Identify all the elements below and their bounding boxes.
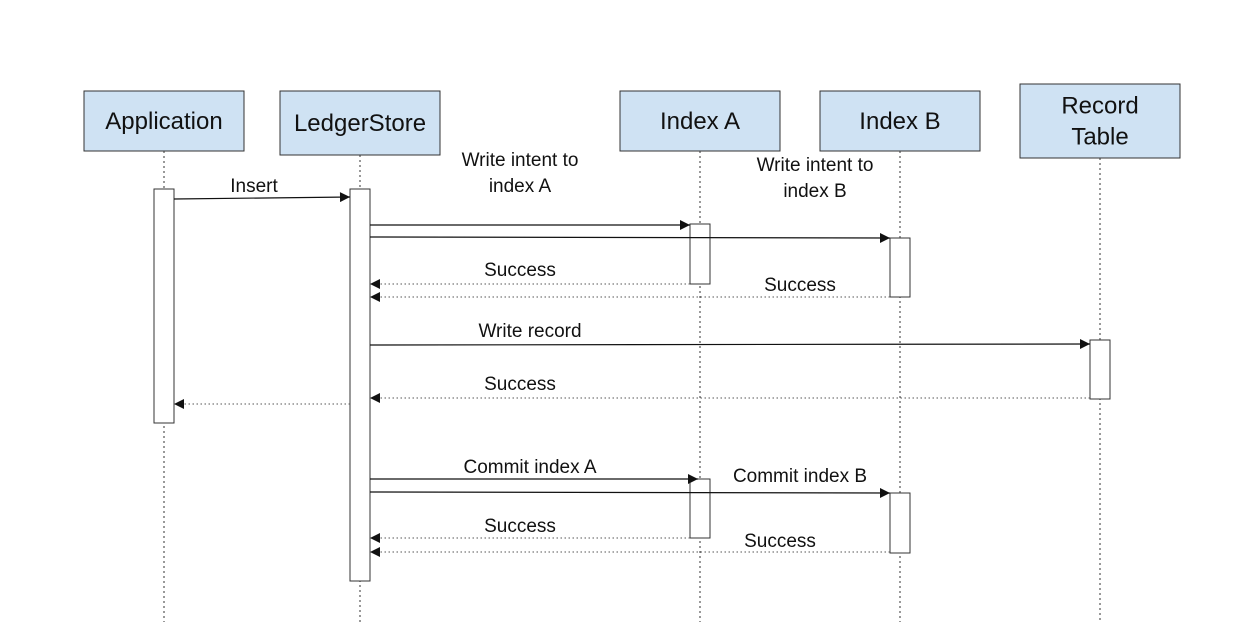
participant-box	[279, 90, 441, 156]
message-label: Insert	[230, 176, 278, 197]
participant-box	[83, 90, 245, 152]
message-label: Write intent to	[462, 150, 579, 171]
activation-bar-idxa	[689, 223, 711, 285]
participant-label: Table	[1071, 124, 1128, 151]
participant-box	[619, 90, 781, 152]
message-label: Write record	[478, 321, 581, 342]
lifelines	[163, 151, 1101, 622]
activation-bar-idxb	[889, 237, 911, 298]
return-message-rec-to-ledger: Success	[370, 374, 1090, 403]
call-message-ledger-to-idxa: Commit index A	[370, 457, 698, 484]
call-arrow	[369, 339, 1091, 350]
message-label: Success	[484, 374, 556, 395]
message-label: Commit index A	[463, 457, 596, 478]
activation-bar-idxb	[889, 492, 911, 554]
activation-bar-idxa	[689, 478, 711, 539]
message-label: Success	[484, 260, 556, 281]
call-message-app-to-ledger: Insert	[173, 176, 351, 203]
participant-box	[1019, 83, 1181, 159]
call-arrow	[369, 232, 891, 243]
message-label: index A	[489, 176, 552, 197]
call-arrow	[369, 487, 891, 498]
message-label: Commit index B	[733, 466, 867, 487]
call-message-ledger-to-idxa: Write intent to index A	[370, 150, 690, 230]
call-arrow	[173, 192, 351, 203]
call-message-ledger-to-rec: Write record	[369, 321, 1091, 350]
participant-ledger: LedgerStore	[279, 90, 441, 156]
participant-app: Application	[83, 90, 245, 152]
participant-idxa: Index A	[619, 90, 781, 152]
message-label: Success	[764, 275, 836, 296]
participant-label: Index A	[660, 108, 740, 135]
activation-bar-app	[153, 188, 175, 424]
call-message-ledger-to-idxb: Write intent to index B	[369, 155, 891, 243]
activation-bar-ledger	[349, 188, 371, 582]
return-message-idxb-to-ledger: Success	[370, 275, 890, 302]
participant-label: LedgerStore	[294, 110, 426, 137]
participant-idxb: Index B	[819, 90, 981, 152]
participant-label: Index B	[859, 108, 940, 135]
message-label: index B	[783, 181, 846, 202]
participant-label: Record	[1061, 93, 1138, 120]
participant-label: Application	[105, 108, 222, 135]
participant-box	[819, 90, 981, 152]
return-message-idxa-to-ledger: Success	[370, 516, 690, 543]
message-label: Write intent to	[757, 155, 874, 176]
message-label: Success	[484, 516, 556, 537]
activations	[153, 188, 1111, 582]
return-message-idxb-to-ledger: Success	[370, 531, 890, 557]
participants: Application LedgerStore Index A Index B Reco…	[83, 83, 1181, 159]
message-label: Success	[744, 531, 816, 552]
activation-bar-rec	[1089, 339, 1111, 400]
call-message-ledger-to-idxb: Commit index B	[369, 466, 891, 498]
return-message-idxa-to-ledger: Success	[370, 260, 690, 289]
